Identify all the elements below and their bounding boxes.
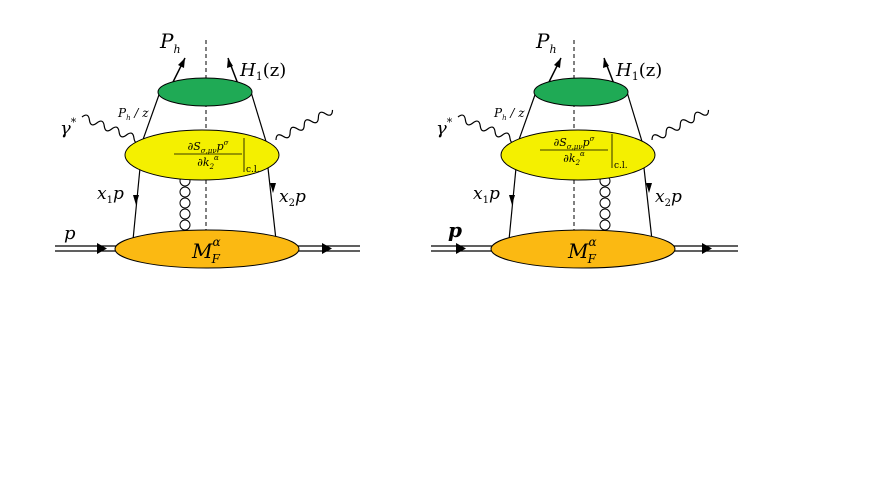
quark-line-lower-right <box>267 167 277 241</box>
hadron-arrow-left <box>178 58 185 68</box>
hard-part-expression: ∂Sσ,μνpσ ∂k2α c.l. <box>540 134 628 171</box>
gluon-line <box>599 175 611 231</box>
hadron-arrow-left <box>554 58 561 68</box>
momentum-fraction-label: Ph / z <box>493 106 525 122</box>
fragmentation-blob <box>157 77 253 107</box>
hadron-label: Ph <box>535 29 557 56</box>
quark-arrow-right <box>646 183 652 193</box>
proton-line-out <box>296 245 360 252</box>
hard-denominator: ∂k2α <box>563 150 585 167</box>
hard-numerator: ∂Sσ,μνpσ <box>188 139 229 155</box>
soft-blob <box>490 229 676 269</box>
hard-numerator: ∂Sσ,μνpσ <box>554 135 595 151</box>
photon-label: γ* <box>60 116 77 139</box>
quark-arrow-left <box>133 195 139 205</box>
proton-arrow-in <box>97 243 107 254</box>
proton-arrow-out <box>702 243 712 254</box>
fragmentation-label: H1(z) <box>615 60 662 83</box>
diagram-right: Ph H1(z) γ* Ph / z ∂Sσ,μνpσ ∂k2α c.l. x1… <box>431 29 738 269</box>
proton-line-in <box>55 245 118 252</box>
quark-line-lower-right <box>643 167 653 241</box>
quark-line-lower-left <box>132 167 141 241</box>
right-parton-label: x2p <box>655 187 682 209</box>
photon-line-left <box>81 114 142 144</box>
proton-line-in <box>431 245 494 252</box>
evaluation-label: c.l. <box>246 165 260 175</box>
evaluation-label: c.l. <box>614 161 628 171</box>
photon-line-right <box>275 109 334 141</box>
photon-label: γ* <box>436 116 453 139</box>
proton-label: p <box>448 218 462 242</box>
quark-arrow-right <box>270 183 276 193</box>
fragmentation-label: H1(z) <box>239 60 286 83</box>
right-parton-label: x2p <box>279 187 306 209</box>
hard-part-expression: ∂Sσ,μνpσ ∂k2α c.l. <box>174 138 260 175</box>
hard-blob <box>124 129 280 181</box>
hadron-arrow-right <box>603 58 609 68</box>
hard-denominator: ∂k2α <box>197 154 219 171</box>
proton-arrow-in <box>456 243 466 254</box>
momentum-fraction-label: Ph / z <box>117 106 149 122</box>
quark-line-upper-right <box>626 91 645 149</box>
soft-blob <box>114 229 300 269</box>
fragmentation-blob <box>533 77 629 107</box>
quark-arrow-left <box>509 195 515 205</box>
proton-arrow-out <box>322 243 332 254</box>
left-parton-label: x1p <box>97 184 124 206</box>
photon-line-right <box>651 109 710 141</box>
proton-label: p <box>64 223 76 244</box>
gluon-line <box>179 175 191 231</box>
left-parton-label: x1p <box>473 184 500 206</box>
hard-blob <box>500 129 656 181</box>
quark-line-lower-left <box>508 167 517 241</box>
diagram-left: Ph H1(z) γ* Ph / z ∂Sσ,μνpσ ∂k2α c.l. x1… <box>55 29 360 269</box>
hadron-label: Ph <box>159 29 181 56</box>
hadron-arrow-right <box>227 58 233 68</box>
quark-line-upper-right <box>250 91 269 149</box>
photon-line-left <box>457 114 518 144</box>
